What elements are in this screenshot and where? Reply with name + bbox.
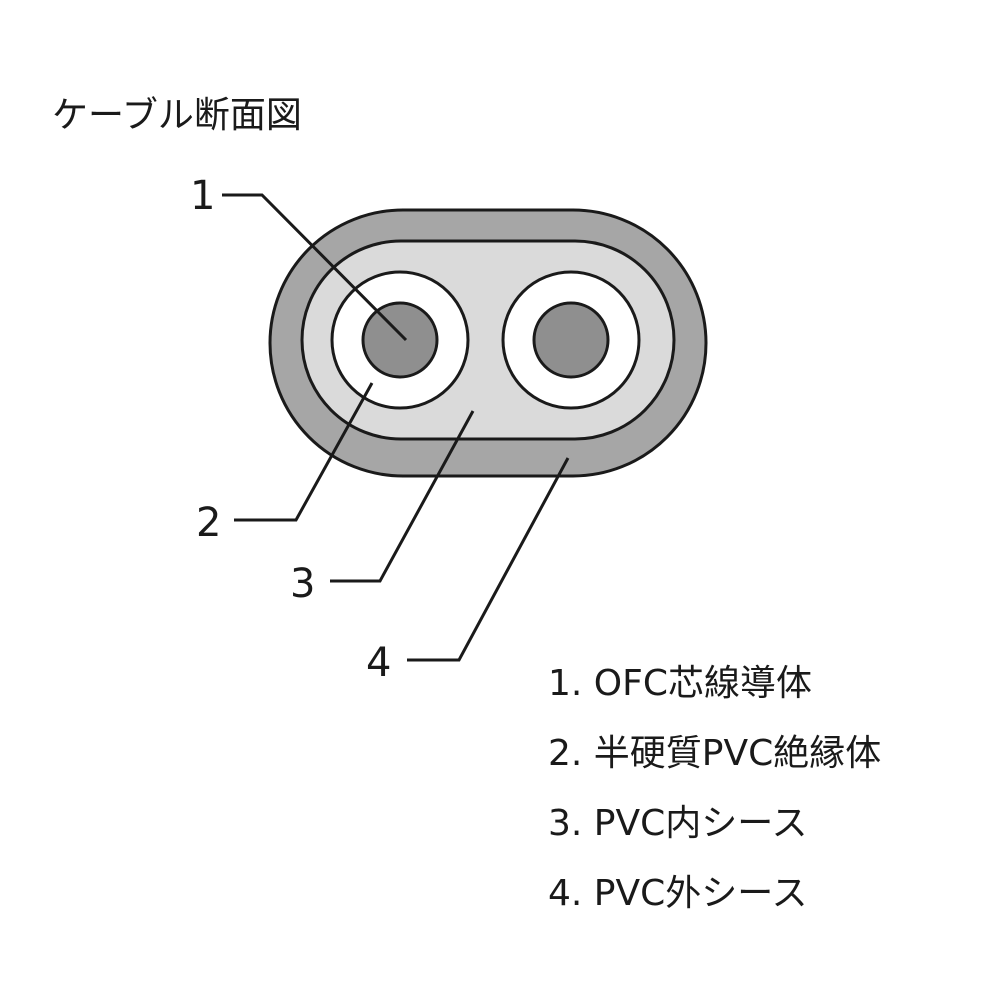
leader-line-2 [234, 382, 374, 522]
conductor-right [532, 301, 610, 379]
legend-item-conductor: 1. OFC芯線導体 [548, 663, 812, 704]
legend: 1. OFC芯線導体 2. 半硬質PVC絶縁体 3. PVC内シース 4. PV… [548, 652, 881, 932]
callout-number-2: 2 [196, 500, 221, 546]
callout-number-1: 1 [190, 173, 215, 219]
diagram-title: ケーブル断面図 [52, 95, 302, 136]
leader-line-3 [330, 410, 475, 583]
leader-line-1 [222, 193, 408, 342]
legend-item-insulator: 2. 半硬質PVC絶縁体 [548, 733, 882, 774]
conductor-left [361, 301, 439, 379]
callout-number-3: 3 [290, 561, 315, 607]
callout-number-4: 4 [366, 640, 391, 686]
legend-item-outer-sheath: 4. PVC外シース [548, 873, 808, 914]
leader-line-4 [407, 457, 570, 662]
legend-item-inner-sheath: 3. PVC内シース [548, 803, 808, 844]
